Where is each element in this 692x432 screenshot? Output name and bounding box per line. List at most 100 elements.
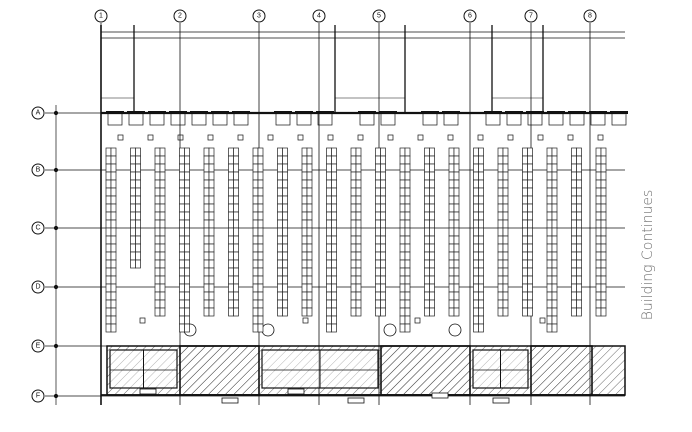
rack-bay bbox=[154, 251, 161, 261]
dock-door bbox=[128, 112, 144, 126]
rack-bay bbox=[576, 219, 582, 229]
rack-bay bbox=[429, 235, 435, 245]
rack-bay bbox=[135, 187, 141, 197]
rack-bay bbox=[326, 163, 332, 173]
rack-bay bbox=[228, 187, 234, 197]
rack-bay bbox=[571, 147, 577, 157]
rack-bay bbox=[502, 243, 509, 253]
rack-bay bbox=[473, 187, 479, 197]
rack-bay bbox=[233, 203, 239, 213]
rack-bay bbox=[306, 235, 313, 245]
rack-bay bbox=[105, 267, 112, 277]
rack-bay bbox=[306, 171, 313, 181]
dock-door bbox=[191, 112, 207, 126]
rack-bay bbox=[473, 267, 479, 277]
rack-bay bbox=[135, 171, 141, 181]
rack-bay bbox=[375, 275, 381, 285]
rack-bay bbox=[105, 283, 112, 293]
rack-bay bbox=[105, 291, 112, 301]
rack-bay bbox=[375, 147, 381, 157]
grid-bubble-row bbox=[31, 106, 45, 120]
grid-bubble-row bbox=[31, 280, 45, 294]
rack-bay bbox=[252, 323, 259, 333]
rack-bay bbox=[233, 227, 239, 237]
rack-bay bbox=[551, 251, 558, 261]
rack-bay bbox=[429, 147, 435, 157]
rack-bay bbox=[502, 291, 509, 301]
rack-bay bbox=[179, 211, 185, 221]
rack-bay bbox=[159, 163, 166, 173]
rack-bay bbox=[306, 179, 313, 189]
rack-bay bbox=[257, 195, 264, 205]
rack-bay bbox=[522, 307, 528, 317]
rack-bay bbox=[154, 275, 161, 285]
rack-bay bbox=[110, 251, 117, 261]
rack-bay bbox=[184, 163, 190, 173]
rack-bay bbox=[546, 275, 553, 285]
rack-bay bbox=[355, 187, 362, 197]
rack-bay bbox=[571, 267, 577, 277]
rack-bay bbox=[135, 147, 141, 157]
rack-bay bbox=[203, 147, 210, 157]
rack-bay bbox=[473, 155, 479, 165]
rack-bay bbox=[375, 243, 381, 253]
rack-bay bbox=[453, 163, 460, 173]
rack-bay bbox=[375, 227, 381, 237]
rack-bay bbox=[252, 243, 259, 253]
rack-bay bbox=[301, 195, 308, 205]
rack-bay bbox=[595, 307, 602, 317]
rack-bay bbox=[424, 147, 430, 157]
rack-bay bbox=[203, 163, 210, 173]
rack-bay bbox=[252, 155, 259, 165]
rack-bay bbox=[257, 171, 264, 181]
rack-bay bbox=[203, 203, 210, 213]
rack-bay bbox=[497, 267, 504, 277]
rack-bay bbox=[331, 211, 337, 221]
rack-bay bbox=[546, 283, 553, 293]
dock-door bbox=[296, 112, 312, 126]
dock-leveler bbox=[358, 111, 376, 114]
rack-bay bbox=[576, 275, 582, 285]
rack-bay bbox=[277, 267, 283, 277]
rack-bay bbox=[478, 235, 484, 245]
rack-bay bbox=[252, 187, 259, 197]
rack-bay bbox=[252, 195, 259, 205]
rack-bay bbox=[257, 211, 264, 221]
rack-bay bbox=[110, 315, 117, 325]
grid-bubble-col bbox=[524, 9, 538, 23]
rack-bay bbox=[571, 259, 577, 269]
rack-bay bbox=[130, 147, 136, 157]
rack-bay bbox=[527, 171, 533, 181]
rack-bay bbox=[159, 307, 166, 317]
rack-bay bbox=[326, 259, 332, 269]
rack-bay bbox=[252, 315, 259, 325]
rack-bay bbox=[424, 291, 430, 301]
rack-bay bbox=[277, 171, 283, 181]
rack-bay bbox=[478, 267, 484, 277]
dock-leveler bbox=[526, 111, 544, 114]
rack-bay bbox=[301, 203, 308, 213]
rack-bay bbox=[429, 267, 435, 277]
rack-bay bbox=[355, 163, 362, 173]
rack-bay bbox=[208, 155, 215, 165]
rack-bay bbox=[448, 219, 455, 229]
rack-bay bbox=[179, 187, 185, 197]
rack-bay bbox=[355, 195, 362, 205]
rack-bay bbox=[159, 155, 166, 165]
rack-bay bbox=[184, 299, 190, 309]
rack-bay bbox=[306, 155, 313, 165]
rack-bay bbox=[551, 227, 558, 237]
dock-leveler bbox=[547, 111, 565, 114]
rack-bay bbox=[595, 227, 602, 237]
rack-bay bbox=[154, 283, 161, 293]
grid-bubble-col bbox=[312, 9, 326, 23]
rack-bay bbox=[135, 243, 141, 253]
grid-bubble-row bbox=[31, 221, 45, 235]
rack-bay bbox=[355, 227, 362, 237]
rack-bay bbox=[208, 227, 215, 237]
rack-bay bbox=[448, 283, 455, 293]
rack-bay bbox=[551, 187, 558, 197]
dock-door bbox=[548, 112, 564, 126]
rack-bay bbox=[399, 275, 406, 285]
rack-bay bbox=[326, 291, 332, 301]
